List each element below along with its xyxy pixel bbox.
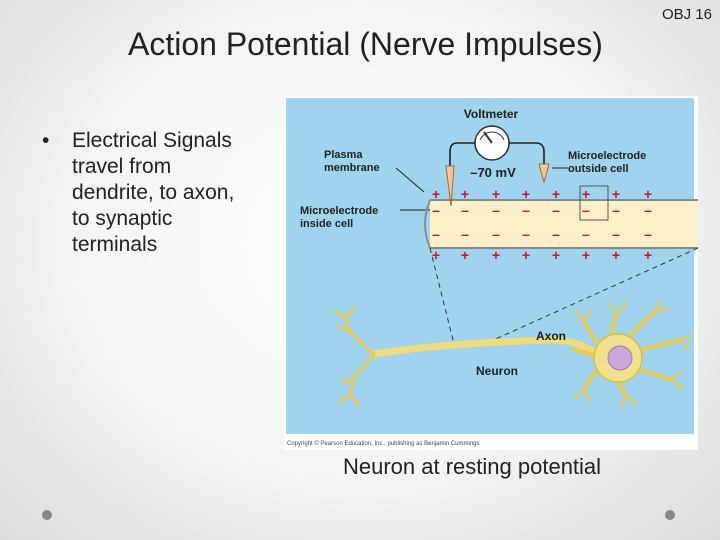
- negative-charge: –: [552, 226, 560, 242]
- voltmeter-needle: [483, 131, 493, 144]
- axon-body: [370, 336, 610, 362]
- zoom-line-left: [429, 247, 455, 345]
- negative-charge: –: [522, 226, 530, 242]
- voltage-reading: –70 mV: [470, 165, 516, 180]
- neuron-diagram-svg: Voltmeter –70 mV Plasma membrane Microel…: [284, 96, 699, 450]
- zoom-line-right: [479, 247, 699, 347]
- plasma-membrane-label: Plasma: [324, 149, 363, 161]
- positive-charge: +: [432, 186, 440, 202]
- microelectrode-outside-label: outside cell: [568, 163, 629, 175]
- negative-charge: –: [432, 202, 440, 218]
- positive-charge: +: [492, 186, 500, 202]
- positive-charge: +: [612, 186, 620, 202]
- neuron-label: Neuron: [476, 364, 518, 378]
- positive-charge: +: [552, 247, 560, 263]
- bullet-line: dendrite, to axon,: [72, 181, 235, 204]
- positive-charge: +: [461, 186, 469, 202]
- outside-electrode: [538, 163, 550, 184]
- negative-charge: –: [612, 202, 620, 218]
- positive-charge: +: [432, 247, 440, 263]
- positive-charge: +: [461, 247, 469, 263]
- wire-right: [509, 142, 545, 164]
- objective-label: OBJ 16: [661, 6, 712, 23]
- positive-charge: +: [582, 186, 590, 202]
- axon-segment: [430, 200, 698, 248]
- negative-charge: –: [492, 202, 500, 218]
- positive-charge: +: [552, 186, 560, 202]
- positive-charge: +: [644, 247, 652, 263]
- plasma-membrane-label: membrane: [324, 162, 380, 174]
- positive-charge: +: [612, 247, 620, 263]
- negative-charge: –: [461, 202, 469, 218]
- slide-nav-dot-right: [665, 510, 675, 520]
- negative-charge: –: [582, 226, 590, 242]
- nucleus: [607, 345, 633, 371]
- positive-charge: +: [582, 247, 590, 263]
- slide-nav-dot-left: [42, 510, 52, 520]
- negative-charge: –: [644, 226, 652, 242]
- bullet-line: to synaptic: [72, 207, 173, 230]
- plasma-membrane-pointer: [395, 167, 425, 193]
- axon-terminal-lower: [338, 352, 376, 406]
- bullet-line: Electrical Signals: [72, 129, 232, 152]
- axon-label: Axon: [536, 329, 566, 343]
- bullet-line: travel from: [72, 155, 172, 178]
- negative-charge: –: [582, 202, 590, 218]
- inside-electrode: [445, 165, 455, 207]
- bullet-marker: •: [42, 129, 50, 152]
- voltmeter-scale: [479, 131, 505, 141]
- positive-charge: +: [522, 247, 530, 263]
- negative-charge: –: [492, 226, 500, 242]
- positive-charge: +: [644, 186, 652, 202]
- voltmeter-label: Voltmeter: [464, 107, 519, 121]
- neuron-diagram: Voltmeter –70 mV Plasma membrane Microel…: [284, 96, 699, 450]
- slide-title: Action Potential (Nerve Impulses): [128, 26, 603, 62]
- negative-charge: –: [552, 202, 560, 218]
- negative-charge: –: [644, 202, 652, 218]
- copyright-notice: Copyright © Pearson Education, Inc., pub…: [287, 440, 480, 447]
- neuron-illustration: [334, 300, 692, 408]
- axon-terminal-upper: [334, 306, 376, 356]
- bullet-item: • Electrical Signals travel from dendrit…: [42, 128, 267, 258]
- negative-charge: –: [612, 226, 620, 242]
- negative-charge: –: [461, 226, 469, 242]
- charge-highlight-box: [579, 185, 609, 221]
- axon-cut-end: [424, 199, 431, 249]
- positive-charge: +: [522, 186, 530, 202]
- microelectrode-outside-label: Microelectrode: [568, 150, 646, 162]
- wire-left: [449, 142, 475, 166]
- figure-caption: Neuron at resting potential: [343, 454, 602, 479]
- positive-charge: +: [492, 247, 500, 263]
- microelectrode-inside-label: inside cell: [300, 218, 353, 230]
- negative-charge: –: [432, 226, 440, 242]
- dendrite-branches: [574, 300, 692, 408]
- membrane-charges: + + + + + + + + – – – – – – – – – – – – …: [432, 186, 652, 263]
- bullet-line: terminals: [72, 233, 158, 256]
- microelectrode-inside-label: Microelectrode: [300, 205, 378, 217]
- negative-charge: –: [522, 202, 530, 218]
